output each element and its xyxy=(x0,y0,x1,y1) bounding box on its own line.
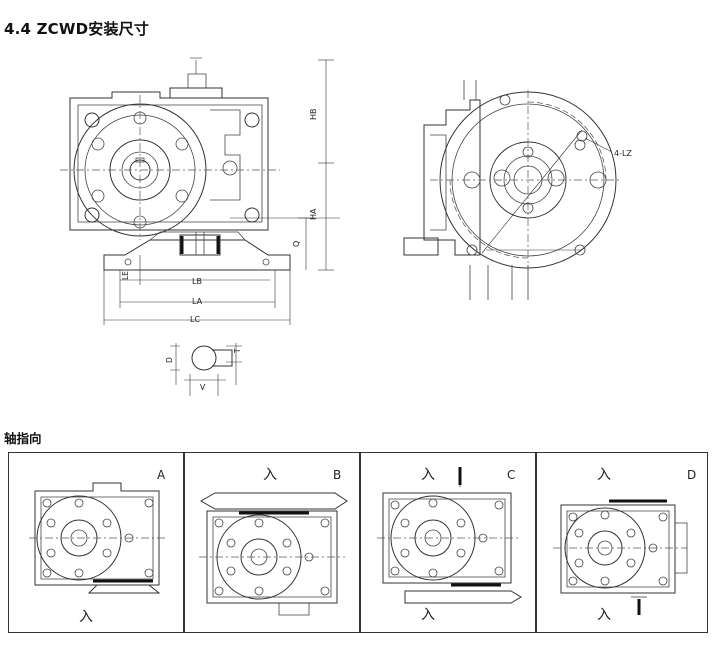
panel-c-inlet-label-bottom: 入 xyxy=(421,607,435,623)
panel-c-inlet-label-top: 入 xyxy=(421,467,435,483)
panel-d-letter: D xyxy=(687,468,696,482)
installation-drawing: HB HA Q LE LB LA LC D T V 4-LZ xyxy=(60,57,632,396)
dim-q: Q xyxy=(292,241,301,247)
dim-4-lz: 4-LZ xyxy=(614,149,632,158)
dim-lb: LB xyxy=(192,277,202,286)
panel-a-letter: A xyxy=(157,468,166,482)
front-view xyxy=(60,57,340,396)
axis-panel-c: C 入 入 xyxy=(360,452,536,633)
dim-v: V xyxy=(200,383,206,392)
panel-b-letter: B xyxy=(333,468,341,482)
panel-b-inlet-label: 入 xyxy=(263,467,277,483)
panel-d-inlet-label-top: 入 xyxy=(597,467,611,483)
axis-panel-d-drawing: D 入 入 xyxy=(553,467,696,623)
axis-panel-b-drawing: B 入 xyxy=(199,467,348,616)
axis-panel-c-drawing: C 入 入 xyxy=(377,467,522,623)
axis-panel-b: B 入 xyxy=(184,452,360,633)
panel-a-inlet-label: 入 xyxy=(79,609,93,625)
axis-panel-a: A 入 xyxy=(8,452,184,633)
dim-la: LA xyxy=(192,297,203,306)
panel-d-inlet-label-bottom: 入 xyxy=(597,607,611,623)
axis-panel-a-drawing: A 入 xyxy=(29,468,166,625)
dim-le: LE xyxy=(121,271,130,280)
dim-hb: HB xyxy=(309,108,318,120)
dim-d: D xyxy=(165,357,174,363)
axis-direction-heading: 轴指向 xyxy=(4,431,42,446)
section-title: 4.4 ZCWD安装尺寸 xyxy=(4,20,150,38)
dim-lc: LC xyxy=(190,315,200,324)
axis-panel-d: D 入 入 xyxy=(536,452,708,633)
side-view xyxy=(403,80,620,300)
dim-ha: HA xyxy=(309,208,318,220)
dim-t: T xyxy=(233,348,242,354)
panel-c-letter: C xyxy=(507,468,515,482)
